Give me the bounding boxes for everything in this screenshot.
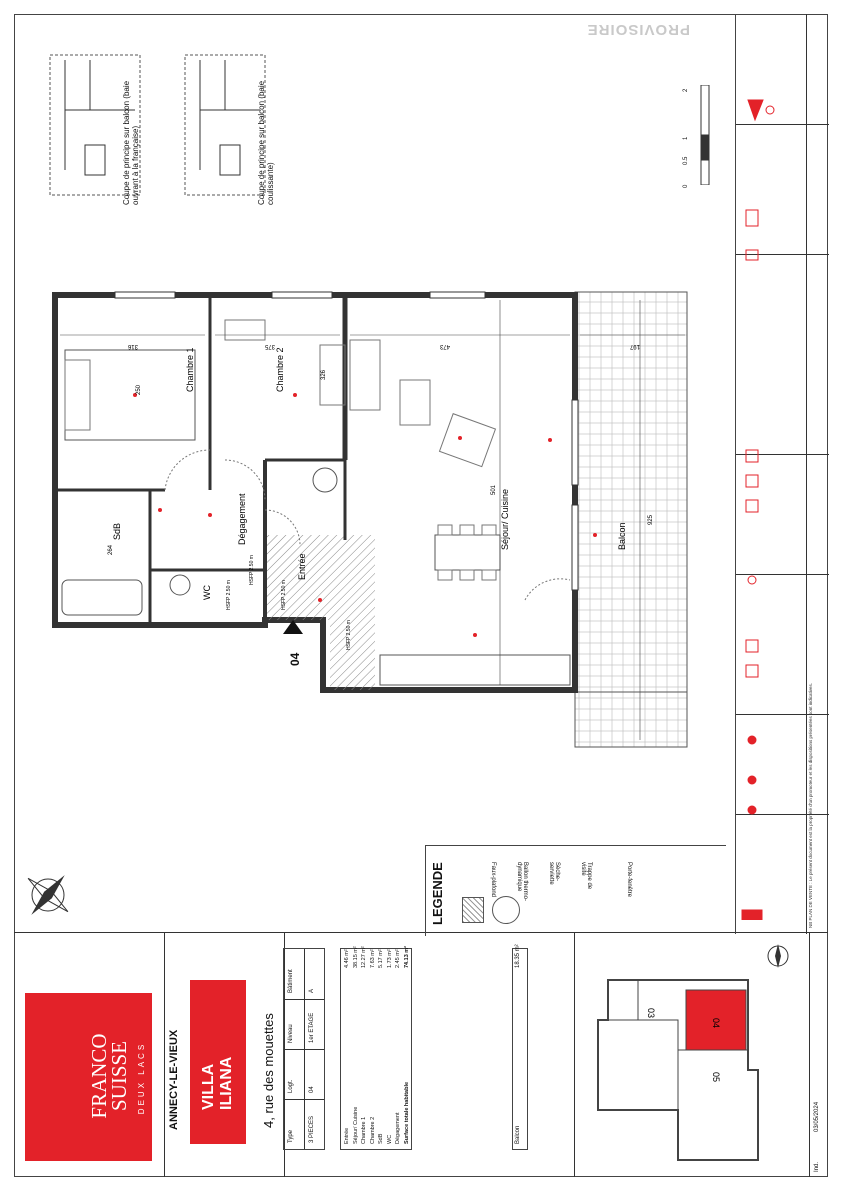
info-value-2: 1er ETAGE bbox=[309, 1012, 315, 1043]
brand-logo: FRANCO SUISSE DEUX LACS bbox=[25, 993, 152, 1161]
room-chambre2: Chambre 2 bbox=[275, 347, 285, 392]
dim-9: 925 bbox=[648, 514, 654, 525]
date-label: 03/05/2024 bbox=[814, 1101, 820, 1132]
project-line2: ILIANA bbox=[218, 1056, 235, 1110]
areas-table bbox=[340, 948, 412, 1150]
room-degagement: Dégagement bbox=[237, 493, 247, 545]
balcony-label: Balcon bbox=[515, 1125, 521, 1144]
height-4: HSFP 2.50 m bbox=[249, 555, 255, 585]
dim-7: 250 bbox=[136, 384, 142, 395]
area-label: Entrée bbox=[344, 1127, 350, 1144]
scale-tick-2: 2 bbox=[683, 88, 689, 92]
ind-label: Ind. bbox=[814, 1161, 820, 1172]
title-block bbox=[14, 932, 828, 1177]
section-detail-2 bbox=[184, 54, 266, 196]
area-value: 4.46 m² bbox=[344, 949, 350, 968]
brand-line2: SUISSE bbox=[107, 1040, 131, 1112]
section-label-2: Coupe de principe sur balcon (baie couli… bbox=[257, 80, 275, 205]
legend-box bbox=[425, 845, 726, 936]
watermark: PROVISOIRE bbox=[586, 21, 690, 38]
height-2: HSFP 2.50 m bbox=[281, 580, 287, 610]
dim-3: 473 bbox=[439, 343, 450, 349]
height-1: HSFP 2.50 m bbox=[226, 580, 232, 610]
legend-title: LEGENDE bbox=[430, 862, 445, 925]
legend-item: Trappe de visite bbox=[580, 862, 592, 890]
info-header-3: Logt. bbox=[288, 1079, 294, 1093]
area-label: Chambre 1 bbox=[361, 1116, 367, 1144]
project-box: VILLA ILIANA bbox=[190, 980, 246, 1144]
height-3: HSFP 2.50 m bbox=[346, 620, 352, 650]
total-label: Surface totale habitable bbox=[403, 1081, 410, 1144]
scale-tick-05: 0.5 bbox=[683, 156, 689, 165]
room-chambre1: Chambre 1 bbox=[185, 347, 195, 392]
area-value: 7.63 m² bbox=[369, 949, 376, 968]
electrical-symbols bbox=[741, 99, 775, 920]
area-value: 2.45 m² bbox=[395, 949, 401, 968]
info-value-3: 04 bbox=[309, 1086, 315, 1093]
keyplan-lot-04: 04 bbox=[711, 1018, 721, 1028]
keyplan-lot-03: 03 bbox=[646, 1008, 656, 1018]
balcony-table bbox=[512, 948, 528, 1150]
section-label-1: Coupe de principe sur balcon (baie ouvra… bbox=[122, 80, 140, 205]
notes-text: NB PLAN DE VENTE : Le présent document e… bbox=[808, 683, 813, 928]
city-label: ANNECY-LE-VIEUX bbox=[168, 1029, 180, 1130]
legend-item: Porte-fenêtre bbox=[626, 862, 632, 898]
area-label: SdB bbox=[378, 1133, 384, 1144]
address-label: 4, rue des mouettes bbox=[261, 1013, 276, 1128]
dim-4: 197 bbox=[629, 343, 640, 349]
legend-icon-ballon bbox=[492, 896, 520, 924]
room-wc: WC bbox=[202, 585, 212, 600]
area-label: Dégagement bbox=[395, 1112, 401, 1145]
floor-plan: Chambre 1 Chambre 2 Séjour/ Cuisine Balc… bbox=[52, 291, 688, 748]
area-value: 5.17 m² bbox=[378, 949, 384, 968]
room-sejour: Séjour/ Cuisine bbox=[500, 489, 510, 550]
area-label: WC bbox=[386, 1134, 393, 1144]
dim-6: 264 bbox=[108, 544, 114, 555]
room-balcon: Balcon bbox=[617, 522, 627, 550]
north-arrow-small-icon bbox=[767, 944, 789, 968]
info-header-1: Bâtiment bbox=[288, 969, 294, 993]
room-entree: Entrée bbox=[297, 553, 307, 580]
dim-5: 326 bbox=[321, 369, 327, 380]
keyplan-lot-05: 05 bbox=[711, 1072, 721, 1082]
info-table: Bâtiment Niveau Logt. Type A 1er ETAGE 0… bbox=[283, 948, 325, 1150]
scale-tick-1: 1 bbox=[683, 136, 689, 140]
legend-swatch-faux-plafond bbox=[462, 897, 484, 923]
balcony-value: 18.35 m² bbox=[515, 944, 521, 968]
brand-sub: DEUX LACS bbox=[137, 1041, 146, 1115]
lot-marker-label: 04 bbox=[288, 652, 302, 666]
info-value-4: 3 PIECES bbox=[309, 1115, 315, 1143]
area-value: 1.73 m² bbox=[386, 949, 393, 968]
info-header-2: Niveau bbox=[288, 1024, 294, 1043]
area-value: 12.27 m² bbox=[361, 946, 367, 968]
dim-2: 375 bbox=[264, 343, 275, 349]
electrical-legend bbox=[735, 14, 829, 934]
scale-bar bbox=[700, 85, 710, 185]
scale-tick-0: 0 bbox=[683, 184, 689, 188]
area-label: Chambre 2 bbox=[369, 1116, 376, 1144]
info-value-1: A bbox=[309, 988, 315, 993]
dim-1: 316 bbox=[127, 343, 138, 349]
info-header-4: Type bbox=[288, 1129, 294, 1143]
lot-marker-arrow-icon bbox=[283, 620, 303, 634]
section-detail-1 bbox=[49, 54, 141, 196]
room-sdb: SdB bbox=[112, 523, 122, 540]
legend-item: Faux-plafond bbox=[490, 862, 496, 898]
legend-item: Ballon thermo-dynamique bbox=[516, 862, 528, 902]
area-value: 38.15 m² bbox=[352, 946, 359, 968]
legend-item: Sèche-serviette bbox=[548, 862, 560, 885]
brand-line1: FRANCO bbox=[87, 1033, 111, 1119]
compass-rose-icon bbox=[27, 875, 69, 915]
project-line1: VILLA bbox=[200, 1063, 217, 1110]
sheet-frame bbox=[14, 14, 828, 1177]
dim-8: 501 bbox=[491, 484, 497, 495]
key-plan: 03 04 05 bbox=[597, 979, 759, 1161]
area-label: Séjour/ Cuisine bbox=[352, 1106, 359, 1144]
total-value: 74.13 m² bbox=[403, 945, 410, 968]
